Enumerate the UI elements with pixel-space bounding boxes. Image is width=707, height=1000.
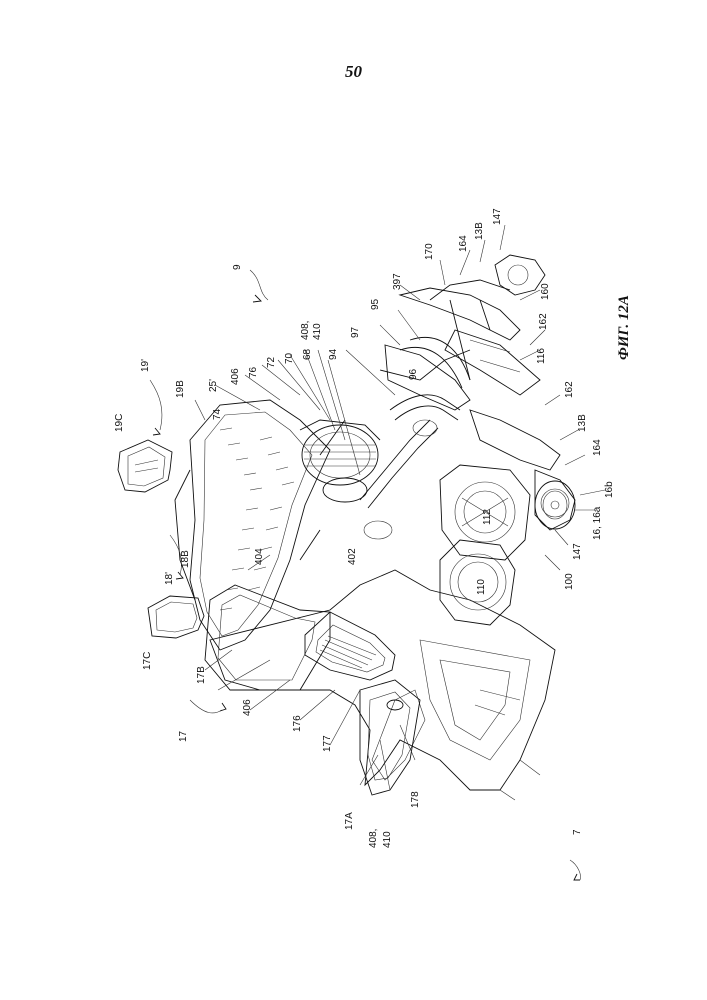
label-397: 397 bbox=[392, 273, 403, 290]
label-70: 70 bbox=[284, 352, 295, 364]
label-170: 170 bbox=[424, 243, 435, 260]
label-177: 177 bbox=[322, 735, 333, 752]
figure-caption: ФИГ. 12А bbox=[616, 295, 632, 360]
label-18p: 18' bbox=[164, 572, 175, 585]
label-18B: 18B bbox=[180, 550, 191, 568]
label-68: 68 bbox=[302, 348, 313, 360]
label-74: 74 bbox=[212, 408, 223, 420]
label-13B-mid: 13B bbox=[577, 414, 588, 432]
label-160: 160 bbox=[540, 283, 551, 300]
label-25p: 25' bbox=[208, 379, 219, 392]
label-13B-top: 13B bbox=[474, 222, 485, 240]
label-16b: 16b bbox=[604, 481, 615, 498]
label-408-bottom: 408, bbox=[368, 829, 379, 848]
air-filter-406 bbox=[305, 612, 395, 680]
label-17C: 17C bbox=[142, 652, 153, 670]
label-96: 96 bbox=[408, 368, 419, 380]
label-95: 95 bbox=[370, 298, 381, 310]
label-100: 100 bbox=[564, 573, 575, 590]
intake-pipes bbox=[360, 337, 470, 539]
label-164-mid: 164 bbox=[592, 439, 603, 456]
seat-17-outline bbox=[205, 585, 330, 690]
label-408-top: 408, bbox=[300, 321, 311, 340]
label-147-top: 147 bbox=[492, 208, 503, 225]
label-404: 404 bbox=[254, 548, 265, 565]
label-17: 17 bbox=[178, 730, 189, 742]
label-162-top: 162 bbox=[538, 313, 549, 330]
label-116: 116 bbox=[536, 348, 547, 364]
label-19B: 19B bbox=[175, 380, 186, 398]
label-97: 97 bbox=[350, 326, 361, 338]
label-176: 176 bbox=[292, 715, 303, 732]
leader-lines bbox=[150, 225, 605, 880]
label-19p: 19' bbox=[140, 359, 151, 372]
label-164-top: 164 bbox=[458, 235, 469, 252]
label-9: 9 bbox=[232, 264, 243, 270]
label-406-bottom: 406 bbox=[242, 699, 253, 716]
label-19C: 19C bbox=[114, 414, 125, 432]
label-17A: 17A bbox=[344, 812, 355, 830]
label-72: 72 bbox=[266, 356, 277, 368]
label-112: 112 bbox=[482, 509, 493, 525]
label-147-bottom: 147 bbox=[572, 543, 583, 560]
label-402: 402 bbox=[347, 548, 358, 565]
label-178: 178 bbox=[410, 791, 421, 808]
vehicle-frame-outline bbox=[210, 570, 555, 800]
label-406-top: 406 bbox=[230, 368, 241, 385]
label-17B: 17B bbox=[196, 666, 207, 684]
cover-19C bbox=[118, 440, 172, 492]
label-410-top: 410 bbox=[312, 323, 323, 340]
label-94: 94 bbox=[328, 348, 339, 360]
label-162-mid: 162 bbox=[564, 381, 575, 398]
label-7: 7 bbox=[572, 829, 583, 835]
label-110: 110 bbox=[476, 579, 487, 595]
label-16-16a: 16, 16a bbox=[592, 506, 603, 540]
label-76: 76 bbox=[248, 366, 259, 378]
label-410-bottom: 410 bbox=[382, 831, 393, 848]
